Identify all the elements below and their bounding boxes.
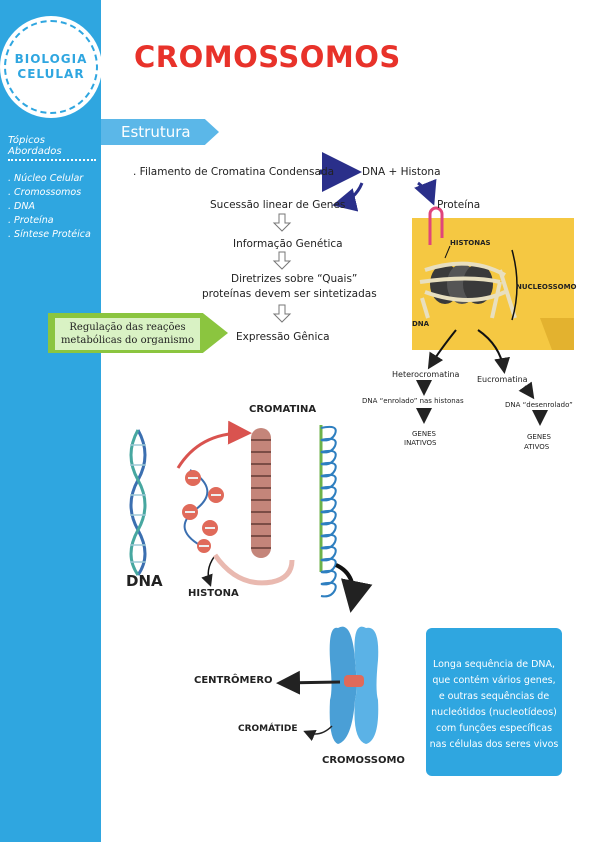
definition-line: nas células dos seres vivos xyxy=(429,739,559,750)
logo-line2: CELULAR xyxy=(17,67,85,81)
label-cromatina: CROMATINA xyxy=(249,404,317,415)
flow-filamento: . Filamento de Cromatina Condensada xyxy=(133,166,335,178)
definition-note xyxy=(426,628,562,776)
label-eu-genes-2: ATIVOS xyxy=(524,443,550,451)
definition-line: Longa sequência de DNA, xyxy=(432,659,556,670)
topic-item: . Proteína xyxy=(8,215,54,226)
cromatide-pointer xyxy=(303,725,333,742)
label-cromatide: CROMÁTIDE xyxy=(238,724,298,734)
definition-line: com funções específicas xyxy=(435,723,553,734)
flow-dna-histona: DNA + Histona xyxy=(362,166,441,178)
topic-item: . Núcleo Celular xyxy=(8,173,84,184)
sticky-fold xyxy=(540,318,574,350)
definition-text: Longa sequência de DNA, que contém vário… xyxy=(424,657,564,753)
logo: BIOLOGIA CELULAR xyxy=(4,20,98,114)
topic-item: . Síntese Protéica xyxy=(8,229,91,240)
hollow-arrow-3 xyxy=(272,304,292,323)
logo-line1: BIOLOGIA xyxy=(14,52,88,66)
definition-line: nucleótidos (nucleotídeos) xyxy=(431,707,557,718)
page-title: CROMOSSOMOS xyxy=(134,40,401,74)
arrow-to-proteina xyxy=(414,178,437,206)
chromatin-fiber xyxy=(251,428,271,558)
label-histona: HISTONA xyxy=(188,588,239,599)
paperclip-icon xyxy=(428,206,444,245)
flow-diretrizes-2: proteínas devem ser sintetizadas xyxy=(202,288,377,300)
red-connector-top xyxy=(176,420,252,469)
sidebar xyxy=(0,0,101,842)
flow-diretrizes-1: Diretrizes sobre “Quais” xyxy=(231,273,358,285)
topic-item: . Cromossomos xyxy=(8,187,82,198)
hollow-arrow-1 xyxy=(272,213,292,232)
topics-title: Tópicos Abordados xyxy=(8,135,96,161)
flow-sucessao: Sucessão linear de Genes xyxy=(210,199,346,211)
flow-informacao: Informação Genética xyxy=(233,238,343,250)
topic-item: . DNA xyxy=(8,201,35,212)
red-connector-bottom xyxy=(212,553,295,586)
histona-pointer xyxy=(201,556,215,587)
label-centromero: CENTRÔMERO xyxy=(194,675,273,686)
regulation-line2: metabólicas do organismo xyxy=(60,335,195,346)
regulation-box: Regulação das reações metabólicas do org… xyxy=(55,318,200,350)
definition-line: que contém vários genes, xyxy=(432,675,556,686)
arrow-to-heterocromatina xyxy=(427,329,457,370)
histone-beads xyxy=(182,469,224,553)
arrow-to-eucromatina xyxy=(477,329,510,374)
label-hetero-genes-2: INATIVOS xyxy=(404,439,437,447)
label-eucromatina: Eucromatina xyxy=(477,375,528,384)
label-eu-genes-1: GENES xyxy=(527,433,551,441)
label-nucleossomo: NUCLEOSSOMO xyxy=(516,283,577,291)
hollow-arrow-2 xyxy=(272,251,292,270)
chromosome-illustration xyxy=(329,626,379,744)
label-eu-desc: DNA “desenrolado” xyxy=(505,401,573,409)
definition-line: e outras sequências de xyxy=(438,691,550,702)
arrow-eu-1 xyxy=(518,381,535,400)
regulation-line1: Regulação das reações xyxy=(69,322,186,333)
arrow-to-chromosome xyxy=(335,563,373,613)
looped-fiber xyxy=(319,425,337,598)
section-banner: Estrutura xyxy=(101,119,219,145)
flow-proteina: Proteína xyxy=(437,199,481,211)
topics-list: . Núcleo Celular . Cromossomos . DNA . P… xyxy=(8,172,91,242)
label-cromossomo: CROMOSSOMO xyxy=(322,755,405,766)
label-dna: DNA xyxy=(126,572,163,590)
section-label: Estrutura xyxy=(121,123,191,141)
label-hetero-desc: DNA “enrolado” nas histonas xyxy=(362,397,464,405)
dna-helix xyxy=(129,429,147,576)
label-nucleo-dna: DNA xyxy=(412,320,430,328)
label-histonas: HISTONAS xyxy=(450,239,491,247)
nucleosome-illustration xyxy=(419,245,518,321)
flow-expressao: Expressão Gênica xyxy=(236,331,330,343)
label-heterocromatina: Heterocromatina xyxy=(392,370,460,379)
arrow-to-sucessao xyxy=(332,182,364,212)
centromero-pointer xyxy=(276,670,341,695)
label-hetero-genes-1: GENES xyxy=(412,430,436,438)
